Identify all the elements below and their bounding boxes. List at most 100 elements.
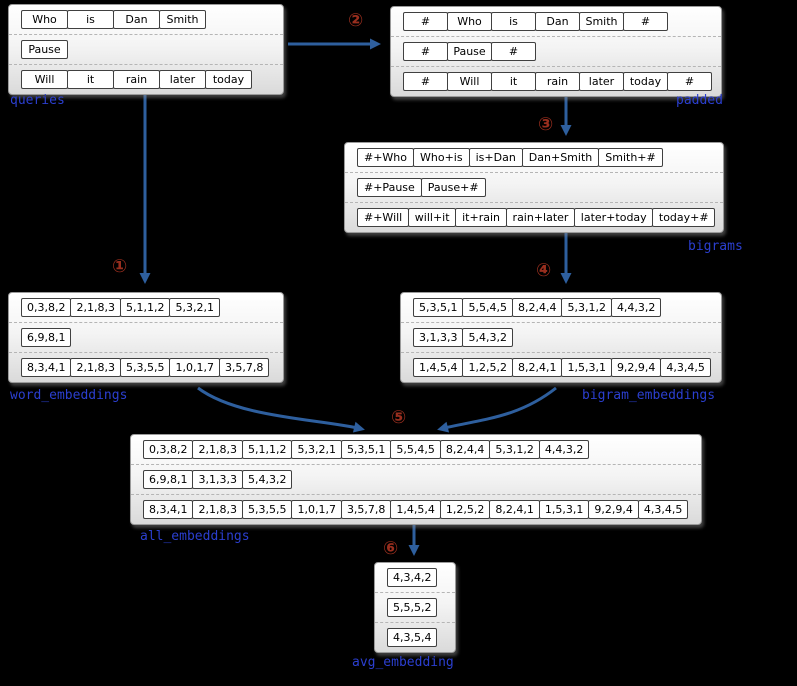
avg-embedding-label: avg_embedding [352,655,454,670]
embedding-cell: 8,2,4,4 [439,440,491,459]
token-cell: it [491,72,536,91]
embedding-cell: 6,9,8,1 [143,470,194,489]
embedding-cell: 3,5,7,8 [218,358,270,377]
word-embeddings-label: word_embeddings [10,388,128,403]
token-cell: # [403,12,448,31]
bigram-cell: Dan+Smith [521,148,600,167]
bigram-embeddings-label: bigram_embeddings [582,388,716,403]
token-cell: Who [21,10,68,29]
embedding-cell: 1,4,5,4 [413,358,464,377]
bigram-cell: today+# [651,208,715,227]
embedding-cell: 5,3,5,5 [241,500,293,519]
token-cell: # [667,72,712,91]
token-cell: later [159,70,206,89]
embedding-cell: 4,3,4,5 [660,358,711,377]
step-1-badge: ① [112,256,128,277]
embedding-cell: 2,1,8,3 [70,298,121,317]
queries-label: queries [10,93,65,108]
token-cell: Smith [159,10,206,29]
embedding-cell: 1,2,5,2 [462,358,513,377]
word-embeddings-row-2: 6,9,8,1 [9,323,283,353]
embedding-cell: 3,1,3,3 [413,328,464,347]
token-cell: today [205,70,252,89]
bigram-cell: is+Dan [468,148,523,167]
bigram-cell: it+rain [455,208,507,227]
embedding-cell: 3,1,3,3 [192,470,243,489]
token-cell: Smith [579,12,624,31]
token-cell: Will [21,70,68,89]
token-cell: rain [535,72,580,91]
token-cell: rain [113,70,160,89]
token-cell: is [491,12,536,31]
bigram-cell: later+today [573,208,653,227]
bigram-cell: Who+is [413,148,470,167]
embedding-cell: 2,1,8,3 [70,358,121,377]
embedding-cell: 9,2,9,4 [610,358,662,377]
bigram-cell: will+it [407,208,457,227]
token-cell: Dan [113,10,160,29]
avg-embedding-row-3: 4,3,5,4 [375,623,455,652]
embedding-cell: 1,0,1,7 [291,500,342,519]
token-cell: Pause [21,40,68,59]
arrow-bigram-embeddings-to-all-embeddings [437,386,557,433]
embedding-cell: 0,3,8,2 [143,440,194,459]
embedding-cell: 4,3,4,5 [637,500,689,519]
bigram-cell: Smith+# [598,148,663,167]
embedding-cell: 4,4,3,2 [610,298,662,317]
embedding-cell: 8,2,4,1 [511,358,563,377]
padded-label: padded [676,93,723,108]
token-cell: # [403,42,448,61]
padded-row-2: #Pause# [391,37,721,67]
embedding-cell: 5,5,4,5 [390,440,441,459]
bigram-cell: rain+later [505,208,575,227]
step-3-badge: ③ [538,114,554,135]
embedding-cell: 4,4,3,2 [538,440,590,459]
embedding-cell: 5,5,4,5 [462,298,513,317]
embedding-cell: 1,5,3,1 [561,358,612,377]
embedding-cell: 5,1,1,2 [241,440,293,459]
token-cell: # [403,72,448,91]
embedding-cell: 5,3,5,1 [340,440,392,459]
embedding-cell: 5,3,5,1 [413,298,464,317]
embedding-cell: 5,3,2,1 [291,440,342,459]
embedding-cell: 5,1,1,2 [119,298,171,317]
embedding-cell: 8,2,4,4 [511,298,563,317]
token-cell: today [623,72,668,91]
step-6-badge: ⑥ [383,538,399,559]
avg-embedding-box: 4,3,4,2 5,5,5,2 4,3,5,4 [374,562,456,653]
embedding-cell: 1,5,3,1 [538,500,590,519]
embedding-cell: 5,3,1,2 [561,298,612,317]
token-cell: is [67,10,114,29]
token-cell: it [67,70,114,89]
token-cell: Who [447,12,492,31]
embedding-cell: 9,2,9,4 [588,500,639,519]
embedding-cell: 5,3,5,5 [119,358,171,377]
embedding-cell: 4,3,4,2 [387,568,438,587]
step-4-badge: ④ [536,260,552,281]
bigrams-label: bigrams [688,239,743,254]
bigram-cell: Pause+# [420,178,486,197]
avg-embedding-row-1: 4,3,4,2 [375,563,455,593]
embedding-cell: 2,1,8,3 [192,500,243,519]
queries-row-2: Pause [9,35,283,65]
embedding-cell: 4,3,5,4 [387,628,438,647]
embedding-cell: 1,0,1,7 [169,358,220,377]
embedding-cell: 5,3,2,1 [169,298,220,317]
step-5-badge: ⑤ [391,407,407,428]
embedding-cell: 3,5,7,8 [340,500,392,519]
embedding-cell: 8,3,4,1 [143,500,194,519]
embedding-cell: 5,4,3,2 [241,470,293,489]
bigram-cell: #+Who [357,148,415,167]
embedding-cell: 5,4,3,2 [462,328,513,347]
